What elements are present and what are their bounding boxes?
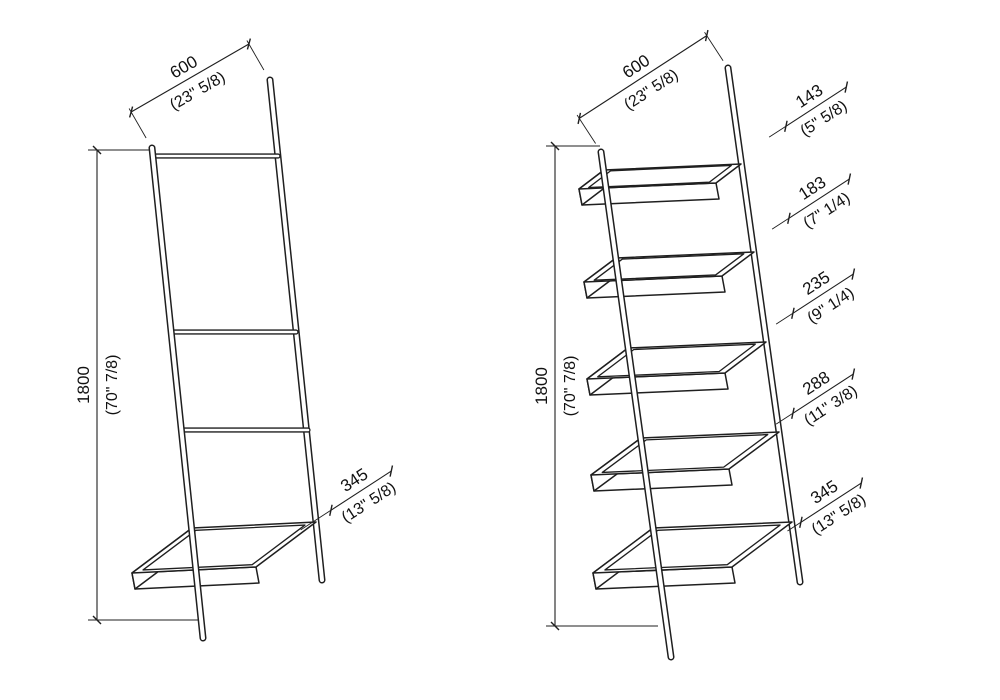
left-depth-dimension: 345 (13" 5/8) — [300, 464, 399, 531]
left-height-in-label: (70" 7/8) — [104, 355, 121, 416]
shelf-3-mm-label: 235 — [799, 267, 833, 298]
left-view: 600 (23" 5/8) 1800 (70" 7/8) 345 (13" 5/… — [74, 38, 399, 642]
left-bottom-tray — [131, 521, 317, 590]
right-height-in-label: (70" 7/8) — [562, 356, 579, 417]
right-height-dimension: 1800 (70" 7/8) — [532, 141, 658, 631]
tray-5 — [592, 521, 793, 590]
left-height-mm-label: 1800 — [74, 366, 93, 404]
shelf-1-mm-label: 143 — [792, 80, 826, 111]
right-width-dimension: 600 (23" 5/8) — [576, 29, 724, 144]
right-width-mm-label: 600 — [619, 51, 653, 82]
tray-1 — [578, 163, 742, 206]
right-front-rail — [597, 148, 675, 661]
shelf-5-mm-label: 345 — [807, 476, 841, 507]
right-view: 600 (23" 5/8) 1800 (70" 7/8) 143 (5" 5/8… — [532, 29, 869, 661]
right-height-mm-label: 1800 — [532, 367, 551, 405]
shelf-depth-dimension-2: 183 (7" 1/4) — [771, 172, 853, 232]
right-back-rail — [724, 64, 804, 586]
left-width-dimension: 600 (23" 5/8) — [128, 38, 265, 139]
shelf-4-mm-label: 288 — [799, 367, 833, 398]
left-height-dimension: 1800 (70" 7/8) — [74, 145, 198, 625]
tray-2 — [583, 251, 755, 299]
tray-4 — [590, 431, 780, 492]
tray-3 — [586, 341, 767, 396]
left-width-mm-label: 600 — [167, 52, 201, 83]
left-depth-mm-label: 345 — [337, 464, 371, 495]
shelf-2-mm-label: 183 — [795, 172, 829, 203]
shelf-depth-dimension-1: 143 (5" 5/8) — [768, 80, 850, 140]
left-front-rail — [148, 144, 207, 642]
shelf-depth-dimension-3: 235 (9" 1/4) — [775, 267, 857, 327]
